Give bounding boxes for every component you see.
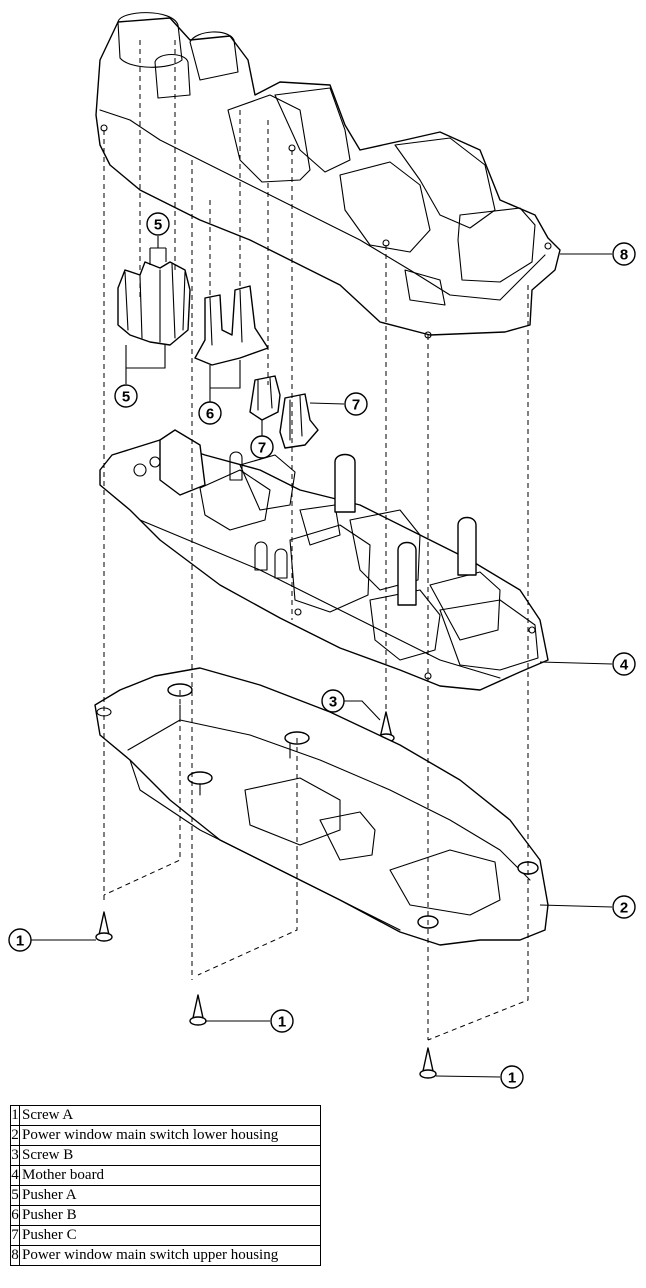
legend-part-name: Pusher B — [19, 1205, 321, 1226]
leader-lines — [30, 236, 613, 1078]
callout-2: 2 — [612, 895, 636, 919]
svg-text:3: 3 — [329, 694, 337, 711]
legend-part-name: Pusher A — [19, 1185, 321, 1206]
svg-text:7: 7 — [258, 440, 266, 457]
callout-5-bottom: 5 — [114, 384, 138, 408]
legend-number: 4 — [10, 1165, 20, 1186]
lower-housing — [94, 667, 549, 946]
callout-6: 6 — [198, 401, 222, 425]
exploded-diagram: 8 4 2 3 5 5 6 7 7 1 1 1 — [8, 12, 636, 1089]
callout-7-left: 7 — [250, 435, 274, 459]
legend-part-name: Mother board — [19, 1165, 321, 1186]
svg-text:8: 8 — [620, 247, 628, 264]
screw-a-center — [189, 994, 207, 1026]
svg-text:6: 6 — [206, 406, 214, 423]
svg-text:7: 7 — [352, 397, 360, 414]
mother-board — [99, 429, 549, 691]
svg-text:1: 1 — [508, 1070, 516, 1087]
legend-part-name: Screw B — [19, 1145, 321, 1166]
legend-number: 1 — [10, 1105, 20, 1126]
legend-part-name: Pusher C — [19, 1225, 321, 1246]
callout-5-top: 5 — [146, 212, 170, 236]
legend-number: 3 — [10, 1145, 20, 1166]
callout-7-right: 7 — [344, 392, 368, 416]
svg-text:4: 4 — [620, 657, 629, 674]
legend-number: 7 — [10, 1225, 20, 1246]
svg-text:5: 5 — [122, 389, 130, 406]
callout-8: 8 — [612, 242, 636, 266]
callout-1-left: 1 — [8, 928, 32, 952]
callout-1-right: 1 — [500, 1065, 524, 1089]
legend-number: 5 — [10, 1185, 20, 1206]
pusher-c — [249, 375, 319, 449]
svg-text:5: 5 — [154, 217, 162, 234]
callout-4: 4 — [612, 652, 636, 676]
upper-housing — [95, 12, 561, 339]
legend-part-name: Screw A — [19, 1105, 321, 1126]
assembly-lines — [103, 40, 529, 1041]
callout-1-center: 1 — [270, 1009, 294, 1033]
svg-text:2: 2 — [620, 900, 628, 917]
pusher-b — [194, 285, 269, 366]
legend-part-name: Power window main switch upper housing — [19, 1245, 321, 1266]
legend-number: 2 — [10, 1125, 20, 1146]
svg-text:1: 1 — [278, 1014, 286, 1031]
legend-number: 6 — [10, 1205, 20, 1226]
screw-a-left — [95, 911, 113, 942]
pusher-a — [117, 261, 191, 346]
svg-text:1: 1 — [16, 933, 24, 950]
legend-part-name: Power window main switch lower housing — [19, 1125, 321, 1146]
screw-a-right — [419, 1047, 437, 1079]
legend-number: 8 — [10, 1245, 20, 1266]
callout-3: 3 — [321, 689, 345, 713]
